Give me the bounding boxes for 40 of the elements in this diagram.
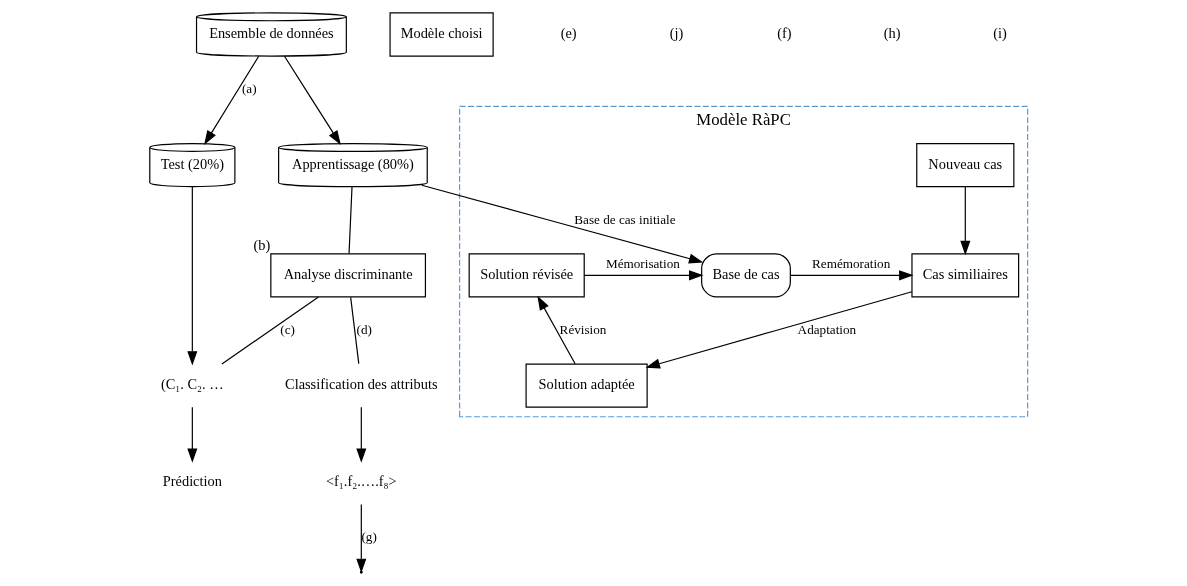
- arrow: [356, 406, 367, 463]
- node-text: <f₁.f₂.….f₈>: [325, 473, 397, 490]
- edge-label: (g): [361, 529, 377, 545]
- connector: [348, 186, 353, 255]
- node-box: Analyse discriminante: [270, 253, 427, 298]
- edge-label: (c): [280, 321, 295, 337]
- node-box: Solution adaptée: [525, 363, 648, 408]
- node-box: Base de cas: [701, 253, 791, 298]
- arrow: [789, 270, 914, 281]
- node-label: (b): [253, 236, 271, 253]
- arrow: [645, 291, 913, 369]
- arrow: [283, 55, 341, 145]
- edge-label: (a): [241, 80, 257, 96]
- node-text: Prédiction: [162, 473, 222, 490]
- label: (j): [669, 25, 684, 42]
- arrow: [537, 295, 576, 365]
- arrow: [204, 55, 260, 145]
- edge-label: Mémorisation: [605, 255, 680, 271]
- arrow: [421, 184, 704, 264]
- arrow: [960, 186, 971, 256]
- node-text: Classification des attributs: [285, 376, 438, 393]
- edge-label: (d): [356, 321, 372, 337]
- node-box: Modèle choisi: [389, 12, 494, 57]
- arrow: [583, 270, 704, 281]
- label: (f): [777, 25, 792, 42]
- node-box: Solution révisée: [468, 253, 585, 298]
- label: (e): [560, 25, 577, 42]
- label: (h): [883, 25, 901, 42]
- connector: [350, 296, 360, 365]
- node-box: Cas similiaires: [911, 253, 1020, 298]
- connector: [221, 296, 320, 365]
- arrow: [187, 406, 198, 463]
- edge-label: Révision: [559, 321, 607, 337]
- edge-label: Base de cas initiale: [574, 211, 676, 227]
- arrow: [187, 186, 198, 366]
- edge-label: Adaptation: [797, 321, 857, 337]
- node-box: Nouveau cas: [916, 142, 1015, 188]
- node-text: (C₁. C₂. …: [160, 376, 224, 393]
- edge-label: Remémoration: [812, 255, 891, 271]
- label: (i): [993, 25, 1007, 42]
